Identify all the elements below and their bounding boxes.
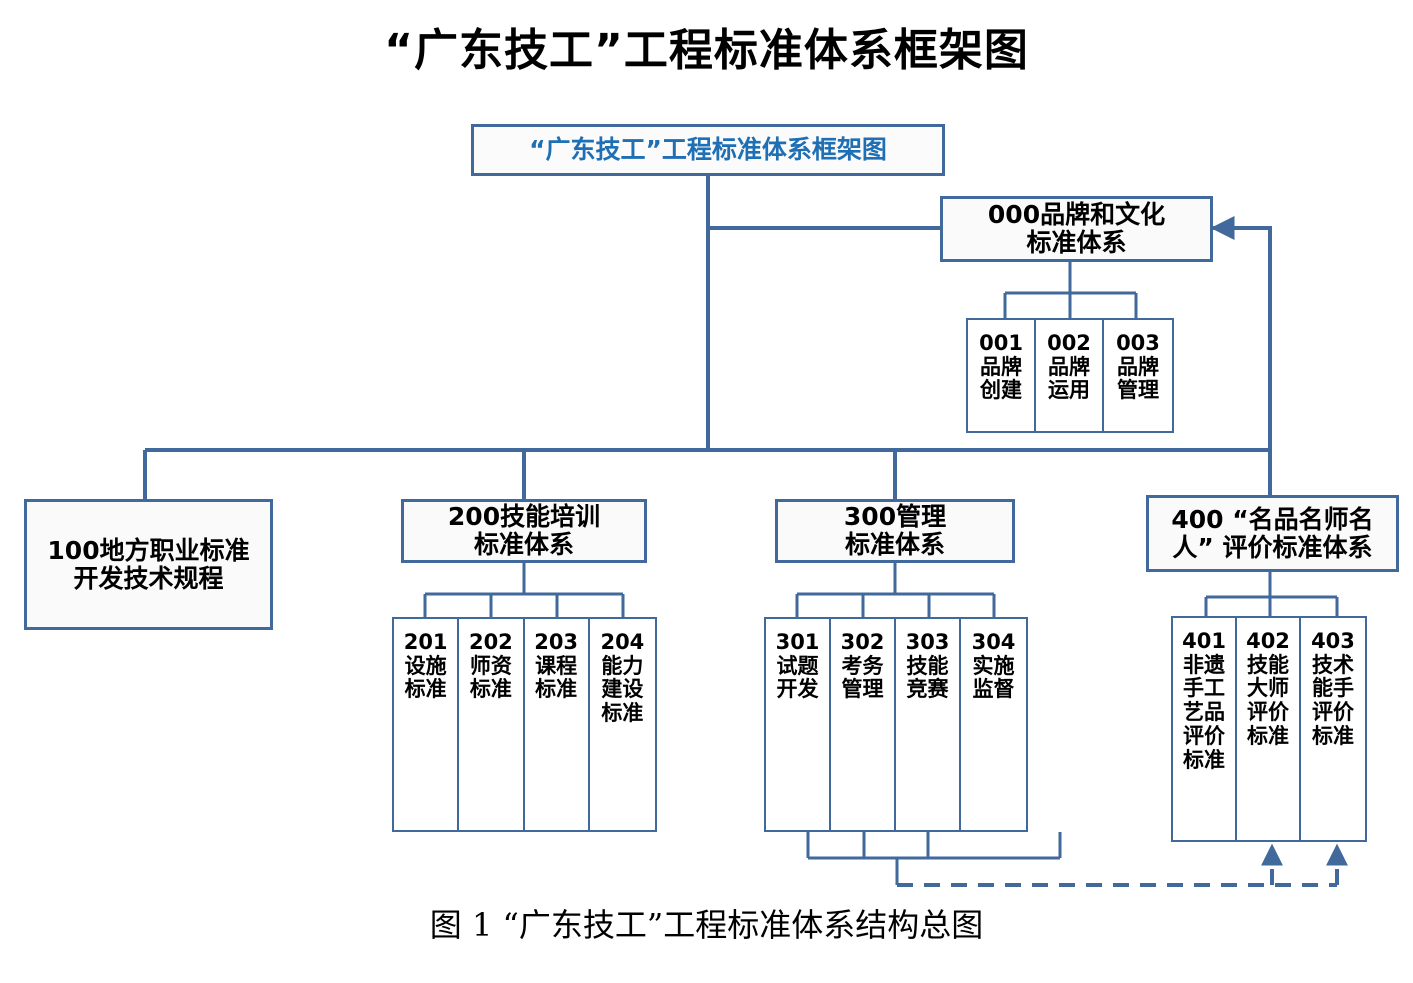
connector-300-collector [806,832,1062,885]
leaf-403-line2: 技术 [1311,652,1354,677]
leaf-204-line2: 能力 [601,653,644,678]
leaf-302-line2: 考务 [841,653,884,678]
leaf-202-line2: 师资 [469,653,512,678]
connector-dashed-feedback [897,843,1348,887]
node-300-line2: 标准体系 [844,530,945,559]
leaf-203-line2: 课程 [535,653,578,678]
leaf-402[interactable]: 402 技能 大师 评价 标准 [1237,618,1301,840]
leaf-001-line3: 创建 [980,378,1023,403]
leafgroup-300: 301 试题 开发 302 考务 管理 303 技能 竞赛 304 实施 监督 [764,617,1028,832]
leaf-203-line1: 203 [534,630,579,654]
node-200-line2: 标准体系 [473,530,574,559]
leaf-204-line1: 204 [600,630,645,654]
leaf-303-line2: 技能 [906,653,949,678]
leafgroup-200: 201 设施 标准 202 师资 标准 203 课程 标准 204 能力 建设 … [392,617,657,832]
leaf-204-line4: 标准 [601,701,644,726]
leaf-402-line1: 402 [1246,629,1290,653]
connector-400-children [1204,572,1339,616]
leaf-403-line4: 评价 [1311,700,1354,725]
leaf-303-line1: 303 [905,630,950,654]
leaf-203-line3: 标准 [535,677,578,702]
leaf-402-line3: 大师 [1247,676,1289,701]
leafgroup-000: 001 品牌 创建 002 品牌 运用 003 品牌 管理 [966,318,1174,433]
connector-main-bus [143,448,1270,499]
node-root[interactable]: “广东技工”工程标准体系框架图 [471,124,945,176]
leaf-401-line2: 非遗 [1183,652,1226,677]
leaf-003[interactable]: 003 品牌 管理 [1104,320,1172,431]
leaf-302-line3: 管理 [841,677,884,702]
leaf-304-line3: 监督 [972,677,1015,702]
leaf-002[interactable]: 002 品牌 运用 [1036,320,1104,431]
leaf-401-line4: 艺品 [1183,700,1226,725]
leaf-304[interactable]: 304 实施 监督 [961,619,1026,830]
node-000-line2: 标准体系 [1026,228,1127,257]
leaf-401-line1: 401 [1182,629,1226,653]
leaf-401[interactable]: 401 非遗 手工 艺品 评价 标准 [1173,618,1238,840]
leaf-301-line2: 试题 [776,653,819,678]
leaf-201[interactable]: 201 设施 标准 [394,619,460,830]
node-100[interactable]: 100地方职业标准 开发技术规程 [24,499,273,630]
node-000-line1: 000品牌和文化 [987,200,1166,229]
leaf-003-line2: 品牌 [1116,354,1159,379]
leaf-202-line1: 202 [468,630,513,654]
leaf-304-line1: 304 [971,630,1016,654]
leaf-401-line5: 评价 [1183,723,1226,748]
connector-000-children [1003,262,1138,318]
node-400-line2: 人” 评价标准体系 [1172,532,1373,562]
leaf-303[interactable]: 303 技能 竞赛 [896,619,961,830]
leaf-001-line2: 品牌 [980,354,1023,379]
node-000[interactable]: 000品牌和文化 标准体系 [940,196,1213,262]
leaf-002-line1: 002 [1047,331,1091,355]
leaf-202-line3: 标准 [469,677,512,702]
leaf-402-line5: 标准 [1247,723,1289,748]
leaf-301-line1: 301 [775,630,820,654]
node-300-line1: 300管理 [843,502,947,531]
leaf-401-line3: 手工 [1183,676,1226,701]
leaf-201-line3: 标准 [404,677,447,702]
figure-caption: 图 1 “广东技工”工程标准体系结构总图 [429,906,984,944]
leaf-002-line2: 品牌 [1048,354,1090,379]
leaf-203[interactable]: 203 课程 标准 [525,619,590,830]
leaf-301-line3: 开发 [776,677,819,702]
leaf-403-line1: 403 [1311,629,1355,653]
node-root-label: “广东技工”工程标准体系框架图 [529,135,887,164]
connector-200-children [423,563,625,617]
leafgroup-400: 401 非遗 手工 艺品 评价 标准 402 技能 大师 评价 标准 403 技… [1171,616,1367,842]
leaf-001-line1: 001 [979,331,1023,355]
leaf-003-line3: 管理 [1116,378,1159,403]
page-title: “广东技工”工程标准体系框架图 [384,25,1029,76]
node-100-line1: 100地方职业标准 [47,535,250,565]
node-200-line1: 200技能培训 [447,502,601,531]
node-400[interactable]: 400 “名品名师名 人” 评价标准体系 [1146,495,1399,572]
leaf-002-line3: 运用 [1048,378,1090,403]
leaf-204-line3: 建设 [601,677,644,702]
leaf-403-line3: 能手 [1311,676,1354,701]
leaf-403[interactable]: 403 技术 能手 评价 标准 [1301,618,1365,840]
leaf-202[interactable]: 202 师资 标准 [459,619,525,830]
leaf-204[interactable]: 204 能力 建设 标准 [590,619,655,830]
leaf-402-line2: 技能 [1247,652,1289,677]
leaf-304-line2: 实施 [972,653,1015,678]
leaf-201-line2: 设施 [404,653,447,678]
node-400-line1: 400 “名品名师名 [1171,504,1374,534]
leaf-001[interactable]: 001 品牌 创建 [968,320,1037,431]
leaf-303-line3: 竞赛 [906,677,949,702]
leaf-003-line1: 003 [1116,331,1160,355]
node-100-line2: 开发技术规程 [73,563,224,593]
leaf-401-line6: 标准 [1183,747,1226,772]
leaf-301[interactable]: 301 试题 开发 [766,619,831,830]
connector-300-children [795,563,996,617]
node-200[interactable]: 200技能培训 标准体系 [401,499,647,563]
leaf-302[interactable]: 302 考务 管理 [831,619,896,830]
leaf-201-line1: 201 [403,630,448,654]
node-300[interactable]: 300管理 标准体系 [775,499,1015,563]
leaf-403-line5: 标准 [1311,723,1354,748]
connector-400-riser-to-000 [1210,216,1272,499]
leaf-402-line4: 评价 [1247,700,1289,725]
leaf-302-line1: 302 [840,630,885,654]
